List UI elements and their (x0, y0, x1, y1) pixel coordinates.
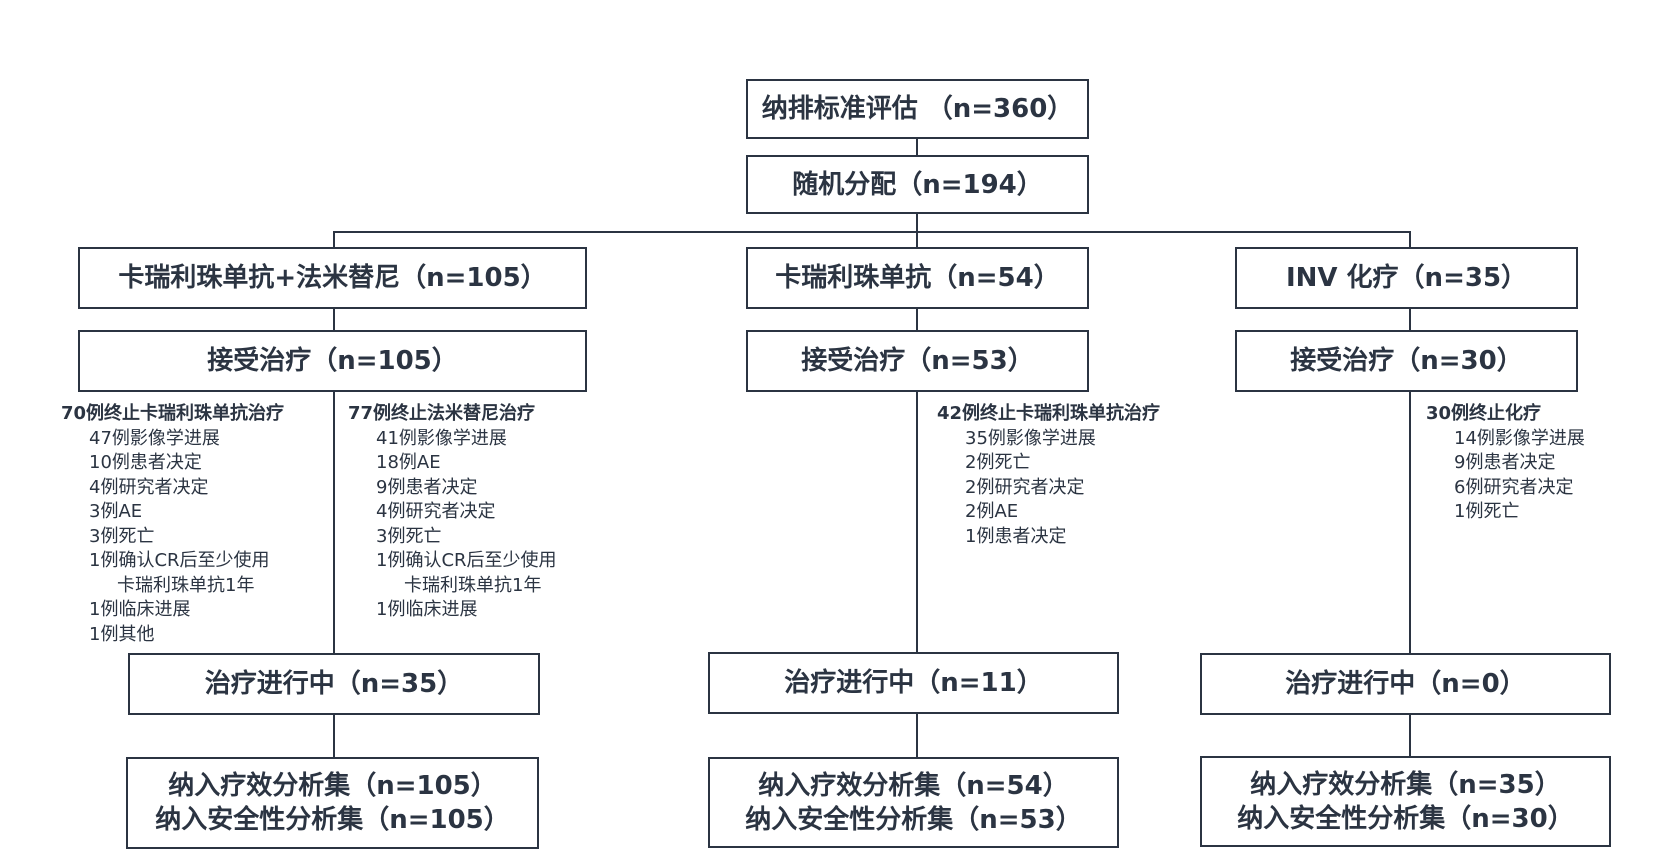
arm1-group-box: 卡瑞利珠单抗+法米替尼（n=105） (78, 247, 587, 309)
arm3-group-box: INV 化疗（n=35） (1235, 247, 1578, 309)
connector-arm3-treated (1409, 307, 1411, 332)
connector-arm2-down (916, 231, 918, 249)
note-item: 47例影像学进展 (89, 427, 220, 449)
note-item: 1例临床进展 (376, 599, 478, 620)
note-item: 1例其他 (89, 623, 155, 645)
arm2-group-box: 卡瑞利珠单抗（n=54） (746, 247, 1089, 309)
connector-arm1-down (333, 231, 335, 249)
connector-horizontal (333, 231, 1411, 233)
note-item: 1例临床进展 (89, 599, 191, 620)
note-item: 18例AE (376, 452, 441, 473)
note-item: 35例影像学进展 (965, 427, 1096, 449)
connector-arm3-analysis (1409, 713, 1411, 758)
arm2-group-label: 卡瑞利珠单抗（n=54） (775, 263, 1060, 293)
arm3-treated-label: 接受治疗（n=30） (1290, 346, 1523, 376)
note-heading: 30例终止化疗 (1426, 403, 1542, 424)
connector-arm1-analysis (333, 713, 335, 759)
arm1-group-label: 卡瑞利珠单抗+法米替尼（n=105） (118, 263, 547, 293)
randomization-box: 随机分配（n=194） (746, 155, 1089, 214)
connector-screen-random (916, 137, 918, 157)
arm2-analysis-box: 纳入疗效分析集（n=54） 纳入安全性分析集（n=53） (708, 757, 1119, 848)
arm1-efficacy-label: 纳入疗效分析集（n=105） (168, 771, 497, 801)
screening-box: 纳排标准评估 （n=360） (746, 79, 1089, 139)
note-item: 1例确认CR后至少使用 (89, 550, 270, 571)
note-item: 3例死亡 (89, 525, 155, 547)
note-item: 9例患者决定 (376, 476, 478, 498)
arm2-safety-label: 纳入安全性分析集（n=53） (745, 804, 1082, 835)
arm1-ongoing-label: 治疗进行中（n=35） (204, 669, 464, 699)
connector-random-split (916, 212, 918, 232)
connector-arm2-ongoing (916, 390, 918, 654)
note-item: 2例研究者决定 (965, 476, 1085, 498)
arm3-discontinuation-note: 30例终止化疗 14例影像学进展 9例患者决定 6例研究者决定 1例死亡 (1426, 402, 1585, 525)
note-item: 2例AE (965, 501, 1019, 522)
randomization-label: 随机分配（n=194） (792, 169, 1043, 200)
note-item: 3例死亡 (376, 525, 442, 547)
arm1-safety-label: 纳入安全性分析集（n=105） (155, 805, 510, 835)
note-item: 卡瑞利珠单抗1年 (117, 574, 255, 596)
arm2-discontinuation-note: 42例终止卡瑞利珠单抗治疗 35例影像学进展 2例死亡 2例研究者决定 2例AE… (937, 402, 1161, 549)
arm1-analysis-box: 纳入疗效分析集（n=105） 纳入安全性分析集（n=105） (126, 757, 539, 849)
note-item: 3例AE (89, 501, 143, 522)
connector-arm1-ongoing (333, 390, 335, 655)
arm3-ongoing-label: 治疗进行中（n=0） (1285, 669, 1526, 699)
note-item: 14例影像学进展 (1454, 427, 1585, 449)
note-item: 1例患者决定 (965, 525, 1067, 547)
note-heading: 42例终止卡瑞利珠单抗治疗 (937, 403, 1161, 424)
note-heading: 70例终止卡瑞利珠单抗治疗 (61, 403, 285, 424)
note-item: 1例确认CR后至少使用 (376, 550, 557, 571)
arm3-ongoing-box: 治疗进行中（n=0） (1200, 653, 1611, 715)
connector-arm2-treated (916, 307, 918, 332)
note-item: 9例患者决定 (1454, 452, 1556, 473)
arm2-efficacy-label: 纳入疗效分析集（n=54） (758, 770, 1069, 801)
note-item: 4例研究者决定 (89, 476, 209, 498)
note-item: 6例研究者决定 (1454, 476, 1574, 498)
note-heading: 77例终止法米替尼治疗 (348, 403, 536, 424)
connector-arm1-treated (333, 307, 335, 332)
arm3-group-label: INV 化疗（n=35） (1285, 263, 1528, 293)
note-item: 1例死亡 (1454, 501, 1520, 522)
arm3-efficacy-label: 纳入疗效分析集（n=35） (1250, 769, 1561, 800)
note-item: 10例患者决定 (89, 452, 202, 473)
note-item: 4例研究者决定 (376, 501, 496, 522)
arm3-treated-box: 接受治疗（n=30） (1235, 330, 1578, 392)
arm1-treated-box: 接受治疗（n=105） (78, 330, 587, 392)
arm2-ongoing-label: 治疗进行中（n=11） (784, 668, 1043, 698)
arm2-treated-label: 接受治疗（n=53） (801, 346, 1034, 376)
arm3-safety-label: 纳入安全性分析集（n=30） (1237, 803, 1574, 834)
arm1-treated-label: 接受治疗（n=105） (207, 346, 458, 376)
connector-arm2-analysis (916, 712, 918, 759)
note-item: 2例死亡 (965, 452, 1031, 473)
arm2-treated-box: 接受治疗（n=53） (746, 330, 1089, 392)
arm3-analysis-box: 纳入疗效分析集（n=35） 纳入安全性分析集（n=30） (1200, 756, 1611, 847)
arm2-ongoing-box: 治疗进行中（n=11） (708, 652, 1119, 714)
note-item: 41例影像学进展 (376, 427, 507, 449)
connector-arm3-ongoing (1409, 390, 1411, 655)
note-item: 卡瑞利珠单抗1年 (404, 574, 542, 596)
connector-arm3-down (1409, 231, 1411, 249)
arm1-discontinuation-note-famitinib: 77例终止法米替尼治疗 41例影像学进展 18例AE 9例患者决定 4例研究者决… (348, 402, 557, 623)
arm1-ongoing-box: 治疗进行中（n=35） (128, 653, 540, 715)
arm1-discontinuation-note-camrelizumab: 70例终止卡瑞利珠单抗治疗 47例影像学进展 10例患者决定 4例研究者决定 3… (61, 402, 285, 647)
screening-label: 纳排标准评估 （n=360） (761, 94, 1074, 124)
